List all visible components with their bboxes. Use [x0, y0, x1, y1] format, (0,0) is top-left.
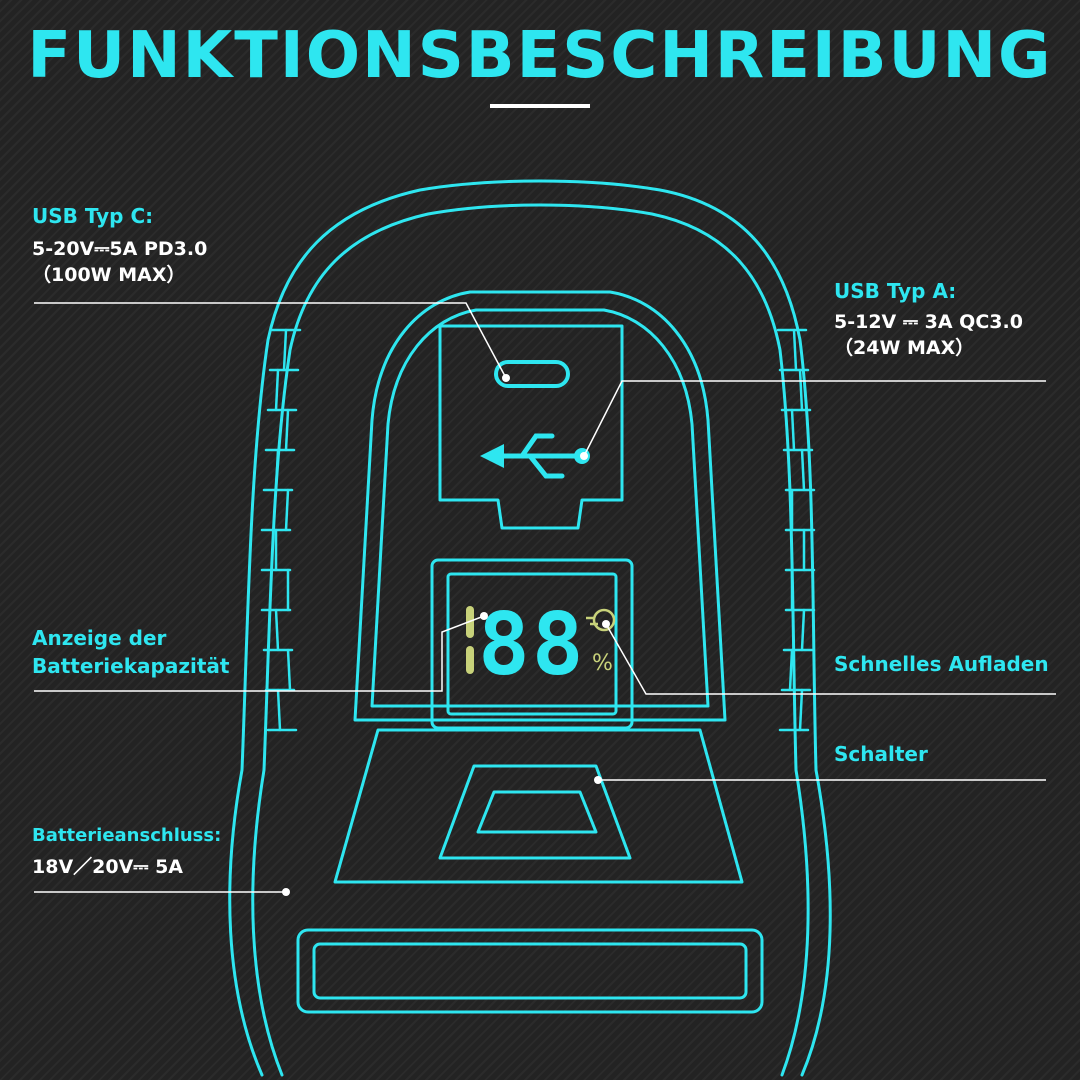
- usb-a-heading: USB Typ A:: [834, 279, 957, 303]
- housing-inner-outline: [251, 203, 810, 1077]
- page-title: FUNKTIONSBESCHREIBUNG: [27, 19, 1053, 93]
- switch-heading: Schalter: [834, 742, 928, 766]
- callout-fast-charge: Schnelles Aufladen: [834, 650, 1049, 678]
- left-grip: [260, 328, 302, 732]
- callout-usb-a: USB Typ A: 5-12V ⎓ 3A QC3.0 （24W MAX）: [834, 277, 1023, 361]
- marker-fast-charge: [602, 620, 610, 628]
- right-grip: [776, 328, 816, 732]
- marker-battery-port: [282, 888, 290, 896]
- center-panel-inner: [370, 308, 710, 708]
- marker-usb-a: [580, 452, 588, 460]
- battery-slot-inner: [312, 942, 748, 1000]
- center-panel: [353, 290, 727, 722]
- switch-base: [333, 728, 744, 884]
- leader-fast-charge: [605, 623, 1056, 695]
- housing-outline: [228, 179, 832, 1077]
- battery-port-spec-line1: 18V／20V⎓ 5A: [32, 856, 183, 878]
- callout-battery-port: Batterieanschluss: 18V／20V⎓ 5A: [32, 822, 221, 880]
- battery-display-heading-line1: Anzeige der: [32, 626, 167, 650]
- switch-button-inner: [476, 790, 598, 834]
- display-percent: %: [592, 651, 613, 676]
- fast-charge-icon: [586, 608, 616, 632]
- callout-battery-display: Anzeige der Batteriekapazität: [32, 624, 229, 680]
- fast-charge-heading: Schnelles Aufladen: [834, 652, 1049, 676]
- usb-a-spec-line2: （24W MAX）: [834, 337, 975, 359]
- battery-slot: [296, 928, 764, 1014]
- battery-display-heading-line2: Batteriekapazität: [32, 654, 230, 678]
- display-digits: 88: [478, 595, 586, 695]
- leader-battery-display: [34, 615, 485, 692]
- callout-usb-c: USB Typ C: 5-20V⎓5A PD3.0 （100W MAX）: [32, 202, 207, 288]
- leader-usb-c: [34, 302, 507, 379]
- switch-button: [438, 764, 632, 860]
- usb-a-symbol-icon: [491, 433, 581, 479]
- display-window: [446, 572, 618, 716]
- usb-a-spec-line1: 5-12V ⎓ 3A QC3.0: [834, 311, 1023, 333]
- callout-switch: Schalter: [834, 740, 928, 768]
- marker-switch: [594, 776, 602, 784]
- marker-battery-display: [480, 612, 488, 620]
- marker-usb-c: [502, 374, 510, 382]
- display-frame: [430, 558, 634, 730]
- title-underline: [490, 104, 590, 108]
- usb-c-heading: USB Typ C:: [32, 204, 154, 228]
- usb-c-port-icon: [494, 360, 570, 388]
- usb-c-spec-line1: 5-20V⎓5A PD3.0: [32, 238, 208, 260]
- battery-level-icon: [466, 606, 474, 674]
- usb-a-arrow-icon: [480, 444, 504, 468]
- usb-c-spec-line2: （100W MAX）: [32, 264, 186, 286]
- battery-port-heading: Batterieanschluss:: [32, 825, 222, 846]
- leader-usb-a: [583, 380, 1046, 457]
- port-cover: [438, 324, 624, 530]
